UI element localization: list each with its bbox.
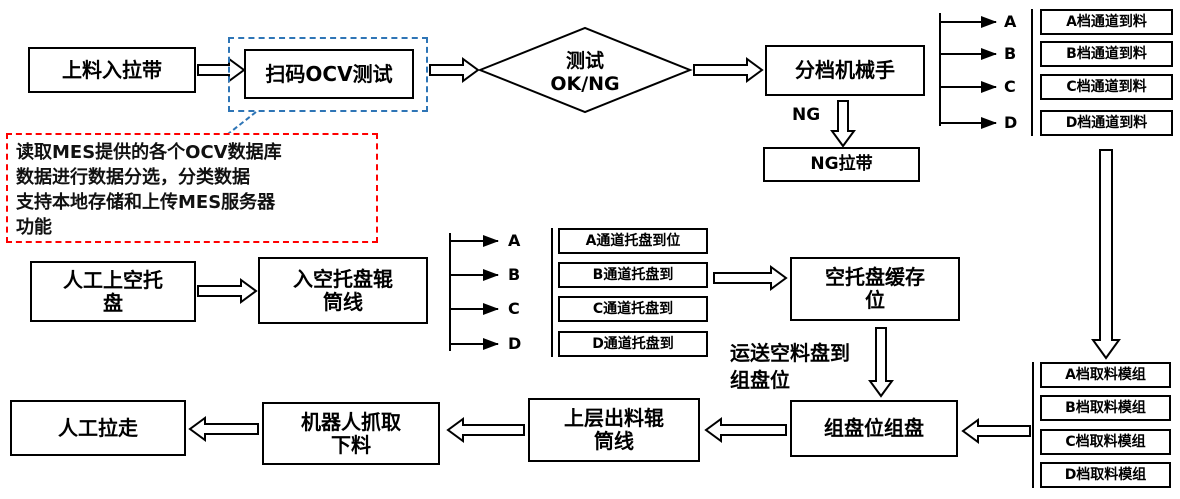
node-sorting-robot: 分档机械手 (765, 45, 925, 96)
decision-diamond (477, 26, 693, 114)
arrow-ng-down (830, 100, 856, 148)
node-pick-module-d: D档取料模组 (1040, 462, 1171, 488)
node-channel-mid-a: A通道托盘到位 (558, 228, 708, 254)
branch-letter-top-b: B (1004, 44, 1017, 63)
node-pick-module-c: C档取料模组 (1040, 429, 1171, 455)
node-upper-output: 上层出料辊 筒线 (528, 398, 700, 462)
branch-letter-mid-a: A (508, 231, 521, 250)
branch-letter-top-c: C (1004, 77, 1016, 96)
arrow-scan-to-test (429, 57, 480, 83)
node-assemble: 组盘位组盘 (790, 400, 958, 457)
ng-label: NG (792, 105, 821, 125)
node-manual-tray: 人工上空托 盘 (30, 261, 196, 322)
node-pick-module-a: A档取料模组 (1040, 362, 1171, 388)
branch-letter-top-a: A (1004, 12, 1017, 31)
node-channel-top-b: B档通道到料 (1040, 41, 1173, 67)
node-channel-mid-d: D通道托盘到 (558, 331, 708, 357)
branch-letter-top-d: D (1004, 113, 1018, 132)
node-channel-top-c: C档通道到料 (1040, 74, 1173, 100)
branch-letter-mid-d: D (508, 334, 522, 353)
node-ng-belt: NG拉带 (763, 147, 920, 182)
arrow-tray-to-roller (197, 278, 258, 304)
arrow-test-to-sorter (693, 57, 764, 83)
node-channel-top-d: D档通道到料 (1040, 110, 1173, 136)
node-channel-mid-b: B通道托盘到 (558, 262, 708, 288)
arrow-modules-to-assemble (961, 418, 1031, 444)
node-channel-top-a: A档通道到料 (1040, 9, 1173, 35)
mes-note: 读取MES提供的各个OCV数据库 数据进行数据分选，分类数据 支持本地存储和上传… (6, 133, 378, 243)
arrow-channels-down (1091, 149, 1121, 360)
node-pick-module-b: B档取料模组 (1040, 395, 1171, 421)
arrow-output-to-robot (446, 417, 525, 443)
ocv-scan-callout-frame (228, 37, 428, 112)
node-tray-buffer: 空托盘缓存 位 (790, 257, 960, 321)
arrow-channels-to-buffer (713, 265, 788, 291)
callout-line (227, 111, 257, 135)
node-feed-belt: 上料入拉带 (28, 47, 196, 93)
decision-label: 测试 OK/NG (550, 49, 620, 95)
node-empty-tray-roller: 入空托盘辊 筒线 (258, 257, 428, 324)
branch-letter-mid-b: B (508, 265, 521, 284)
node-robot-pick: 机器人抓取 下料 (262, 402, 440, 465)
arrow-buffer-to-assemble (868, 327, 894, 398)
node-ocv-scan: 扫码OCV测试 (244, 49, 414, 99)
node-channel-mid-c: C通道托盘到 (558, 296, 708, 322)
node-manual-pull: 人工拉走 (10, 400, 186, 456)
arrow-assemble-to-output (704, 417, 787, 443)
arrow-robot-to-pull (188, 416, 259, 442)
transfer-label: 运送空料盘到 组盘位 (730, 341, 850, 392)
branch-letter-mid-c: C (508, 299, 520, 318)
